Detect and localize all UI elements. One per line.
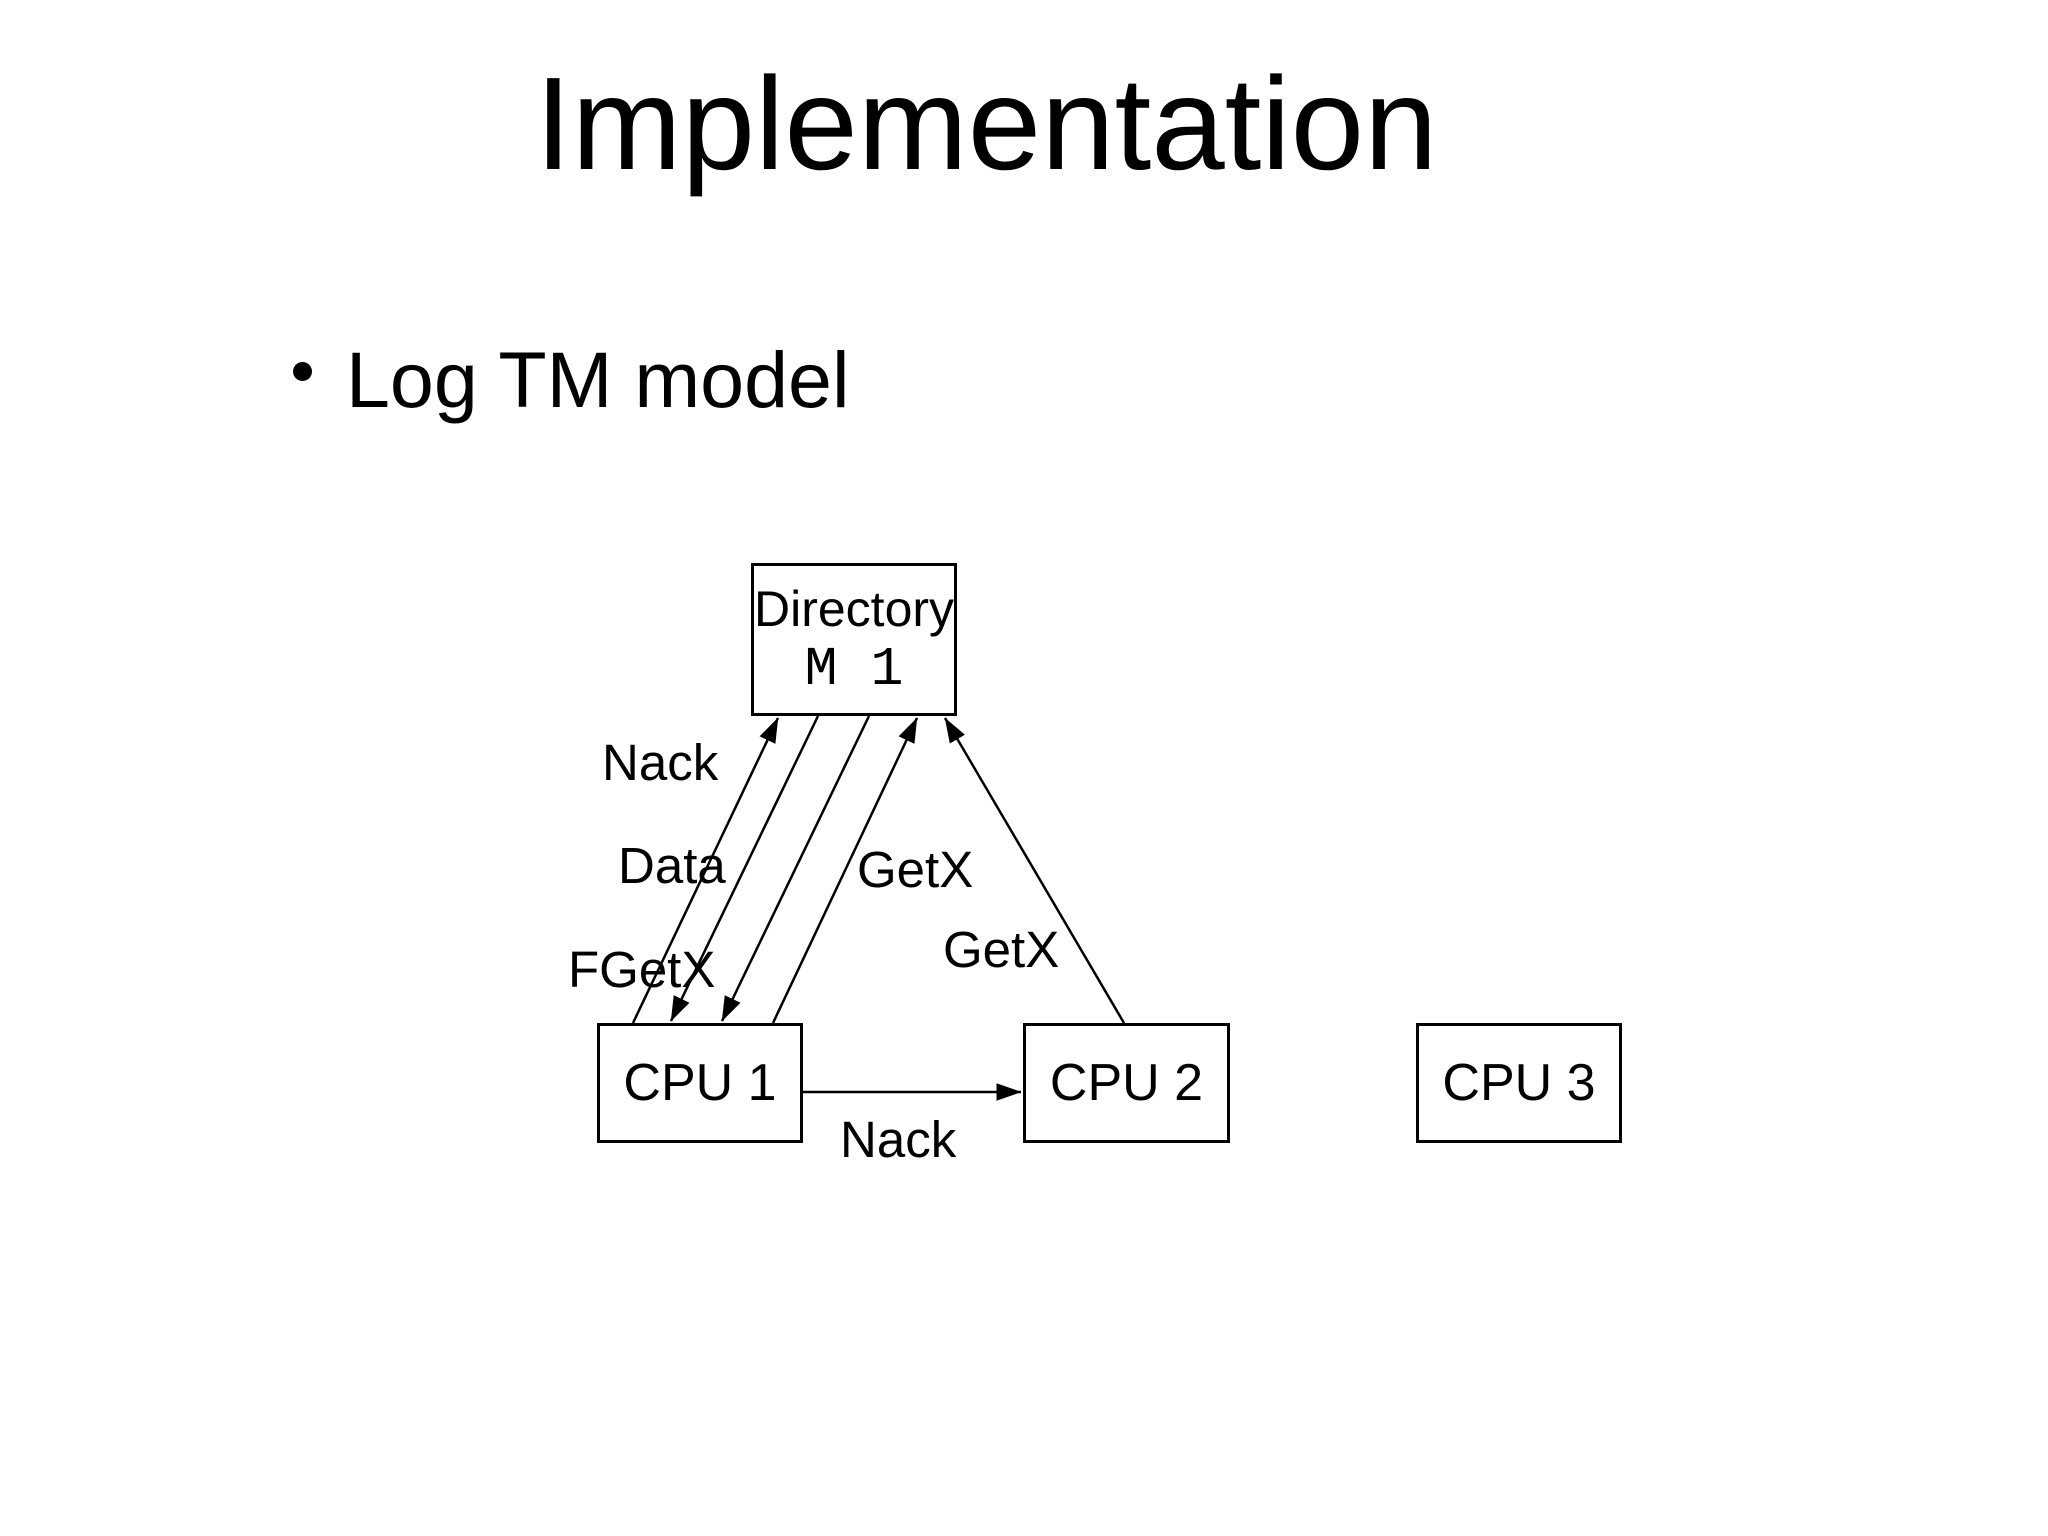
edge-label-nack-left: Nack bbox=[602, 734, 719, 791]
directory-state: M 1 bbox=[804, 638, 904, 701]
cpu3-label: CPU 3 bbox=[1442, 1054, 1596, 1112]
cpu1-label: CPU 1 bbox=[623, 1054, 777, 1112]
bullet-text: Log TM model bbox=[346, 335, 850, 424]
edge-label-fgetx: FGetX bbox=[568, 941, 716, 998]
cpu2-label: CPU 2 bbox=[1049, 1054, 1204, 1112]
arrow-data-directory-to-cpu1 bbox=[720, 715, 871, 1022]
edge-label-getx-left: GetX bbox=[857, 841, 974, 898]
node-cpu1: CPU 1 bbox=[597, 1023, 803, 1143]
bullet-dot-icon bbox=[293, 362, 312, 381]
node-cpu3: CPU 3 bbox=[1416, 1023, 1622, 1143]
edge-label-nack-bottom: Nack bbox=[840, 1111, 957, 1168]
edge-label-getx-right: GetX bbox=[943, 921, 1060, 978]
page-title: Implementation bbox=[535, 50, 1438, 197]
node-cpu2: CPU 2 bbox=[1023, 1023, 1230, 1143]
node-directory: Directory M 1 bbox=[751, 563, 957, 716]
directory-label: Directory bbox=[754, 581, 955, 637]
edge-label-data: Data bbox=[618, 837, 726, 894]
